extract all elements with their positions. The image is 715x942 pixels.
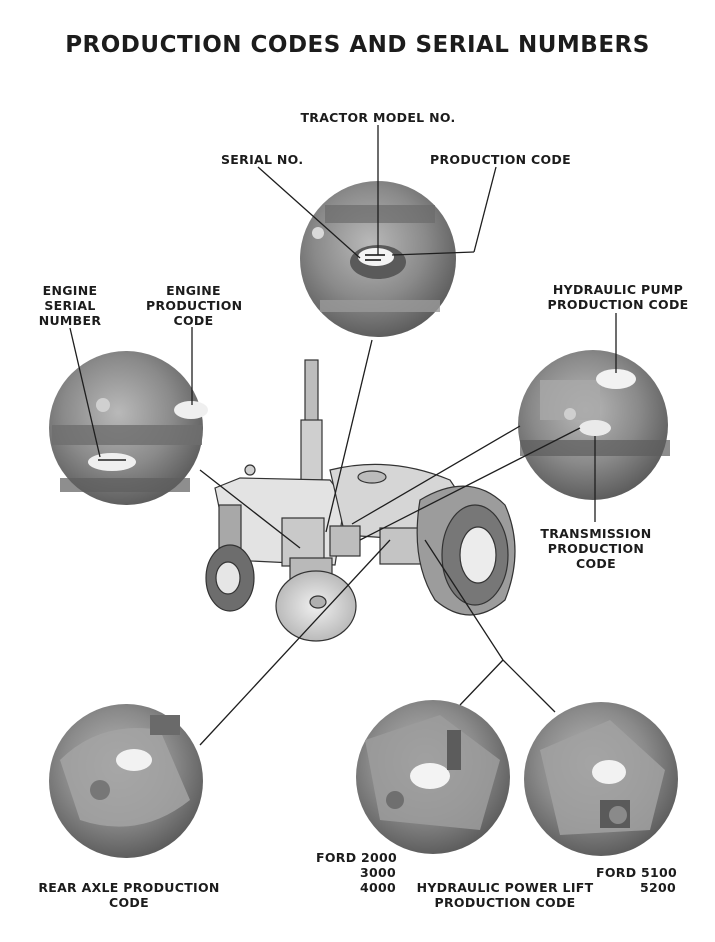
label-hydraulic-pump-production-code: HYDRAULIC PUMP PRODUCTION CODE — [547, 282, 689, 312]
photo-lift-small — [356, 700, 510, 854]
label-hydraulic-power-lift-production-code: HYDRAULIC POWER LIFT PRODUCTION CODE — [416, 880, 594, 910]
page-title: PRODUCTION CODES AND SERIAL NUMBERS — [65, 32, 650, 58]
label-transmission-production-code: TRANSMISSION PRODUCTION CODE — [540, 526, 652, 571]
label-ford-5100-5200: FORD 5100 5200 — [596, 865, 678, 895]
label-engine-serial-number: ENGINE SERIAL NUMBER — [38, 283, 102, 328]
label-ford-2000-3000-4000: FORD 2000 3000 4000 — [316, 850, 398, 895]
tractor-illustration — [205, 359, 516, 642]
label-engine-production-code: ENGINE PRODUCTION CODE — [146, 283, 243, 328]
photo-lift-large — [524, 702, 678, 856]
label-tractor-model-no: TRACTOR MODEL NO. — [300, 110, 456, 125]
leader-lines — [69, 125, 617, 746]
photo-hydraulic-pump — [518, 350, 670, 500]
label-rear-axle-production-code: REAR AXLE PRODUCTION CODE — [38, 880, 220, 910]
photo-dash-serial — [300, 181, 456, 337]
label-production-code: PRODUCTION CODE — [430, 152, 571, 167]
photo-rear-axle — [49, 704, 203, 858]
photo-engine — [49, 351, 208, 505]
label-serial-no: SERIAL NO. — [221, 152, 304, 167]
